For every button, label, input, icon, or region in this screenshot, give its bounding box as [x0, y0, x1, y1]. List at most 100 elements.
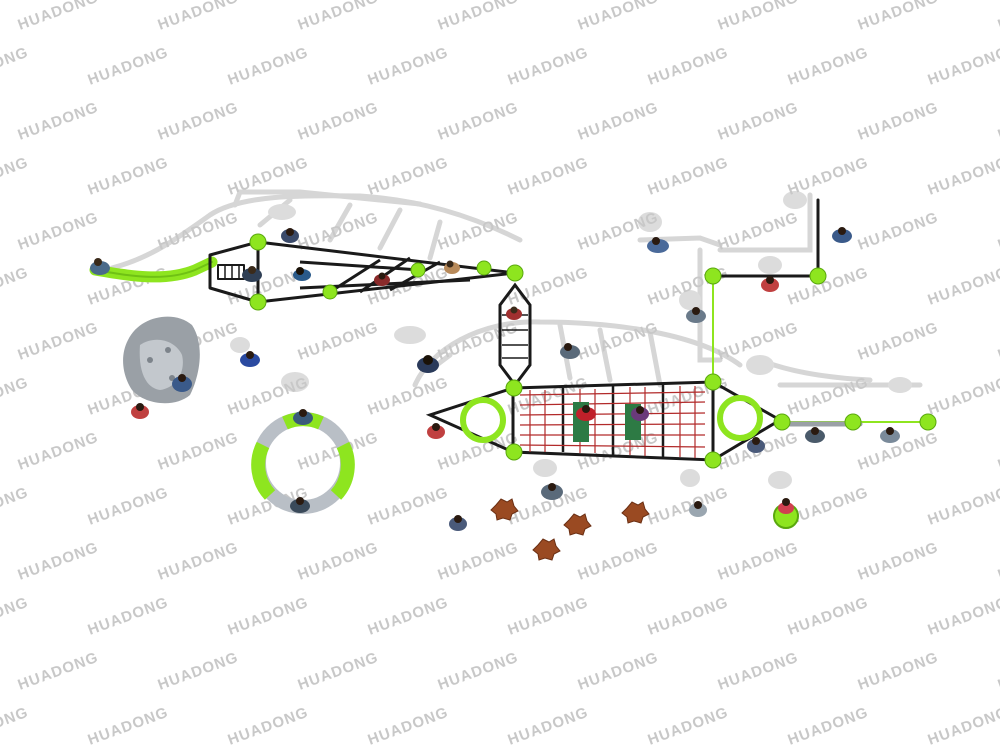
watermark-text: HUADONG — [996, 99, 1000, 144]
watermark-text: HUADONG — [156, 649, 241, 694]
person — [374, 272, 390, 286]
watermark-text: HUADONG — [716, 649, 801, 694]
watermark-text: HUADONG — [0, 374, 31, 419]
watermark-text: HUADONG — [0, 154, 31, 199]
watermark-text: HUADONG — [436, 99, 521, 144]
person — [689, 501, 707, 517]
person — [131, 403, 149, 419]
person — [240, 351, 260, 367]
watermark-text: HUADONG — [716, 0, 801, 34]
green-slide — [89, 256, 218, 283]
watermark-text: HUADONG — [856, 539, 941, 584]
watermark-text: HUADONG — [436, 209, 521, 254]
person — [560, 343, 580, 359]
watermark-text: HUADONG — [296, 539, 381, 584]
watermark-text: HUADONG — [366, 484, 451, 529]
watermark-text: HUADONG — [786, 594, 871, 639]
watermark-text: HUADONG — [646, 594, 731, 639]
watermark-text: HUADONG — [0, 594, 31, 639]
person — [761, 276, 779, 292]
person — [281, 228, 299, 243]
watermark-text: HUADONG — [926, 264, 1000, 309]
watermark-text: HUADONG — [0, 264, 31, 309]
watermark-text: HUADONG — [226, 44, 311, 89]
watermark-text: HUADONG — [716, 539, 801, 584]
person — [172, 374, 192, 392]
watermark-text: HUADONG — [156, 99, 241, 144]
watermark-text: HUADONG — [926, 484, 1000, 529]
watermark-text: HUADONG — [156, 429, 241, 474]
watermark-text: HUADONG — [86, 704, 171, 749]
person — [242, 266, 262, 282]
watermark-text: HUADONG — [856, 649, 941, 694]
watermark-text: HUADONG — [436, 649, 521, 694]
person — [576, 405, 596, 421]
person — [832, 227, 852, 243]
watermark-text: HUADONG — [996, 539, 1000, 584]
stepping-stones — [490, 498, 650, 561]
person — [417, 355, 439, 373]
watermark-text: HUADONG — [716, 99, 801, 144]
watermark-text: HUADONG — [16, 209, 101, 254]
person — [778, 498, 794, 514]
watermark-text: HUADONG — [996, 319, 1000, 364]
watermark-text: HUADONG — [296, 649, 381, 694]
watermark-text: HUADONG — [226, 594, 311, 639]
person — [293, 409, 313, 425]
watermark-text: HUADONG — [0, 484, 31, 529]
watermark-text: HUADONG — [926, 594, 1000, 639]
watermark-text: HUADONG — [436, 0, 521, 34]
lime-joints — [249, 233, 937, 469]
watermark-text: HUADONG — [0, 44, 31, 89]
watermark-text: HUADONG — [576, 539, 661, 584]
watermark-text: HUADONG — [996, 429, 1000, 474]
watermark-text: HUADONG — [786, 44, 871, 89]
watermark-text: HUADONG — [996, 209, 1000, 254]
person — [541, 483, 563, 500]
person — [686, 307, 706, 323]
watermark-text: HUADONG — [926, 154, 1000, 199]
watermark-text: HUADONG — [926, 374, 1000, 419]
watermark-text: HUADONG — [436, 539, 521, 584]
person — [449, 515, 467, 531]
watermark-text: HUADONG — [156, 539, 241, 584]
watermark-text: HUADONG — [576, 99, 661, 144]
watermark-text: HUADONG — [226, 704, 311, 749]
lower-boat-frame — [425, 380, 783, 462]
watermark-text: HUADONG — [296, 99, 381, 144]
person — [506, 306, 522, 320]
person — [444, 260, 460, 274]
people-shadows — [230, 191, 912, 489]
watermark-text: HUADONG — [576, 0, 661, 34]
people — [90, 227, 900, 531]
watermark-text: HUADONG — [0, 704, 31, 749]
watermark-text: HUADONG — [506, 704, 591, 749]
watermark-text: HUADONG — [996, 0, 1000, 34]
person — [747, 437, 765, 453]
watermark-text: HUADONG — [366, 594, 451, 639]
watermark-text: HUADONG — [366, 154, 451, 199]
watermark-text: HUADONG — [786, 484, 871, 529]
watermark-text: HUADONG — [996, 649, 1000, 694]
tube-ring — [251, 412, 355, 514]
watermark-text: HUADONG — [646, 484, 731, 529]
watermark-text: HUADONG — [646, 704, 731, 749]
person — [631, 406, 649, 421]
person — [293, 267, 311, 281]
watermark-text: HUADONG — [366, 704, 451, 749]
watermark-text: HUADONG — [856, 99, 941, 144]
person — [90, 258, 110, 275]
vertical-bridge — [498, 282, 532, 388]
watermark-text: HUADONG — [786, 264, 871, 309]
watermark-text: HUADONG — [16, 0, 101, 34]
watermark-text: HUADONG — [926, 44, 1000, 89]
watermark-text: HUADONG — [786, 704, 871, 749]
watermark-text: HUADONG — [86, 594, 171, 639]
watermark-text: HUADONG — [86, 44, 171, 89]
watermark-text: HUADONG — [16, 539, 101, 584]
watermark-text: HUADONG — [716, 209, 801, 254]
watermark-text: HUADONG — [296, 319, 381, 364]
watermark-text: HUADONG — [156, 209, 241, 254]
person — [290, 497, 310, 513]
